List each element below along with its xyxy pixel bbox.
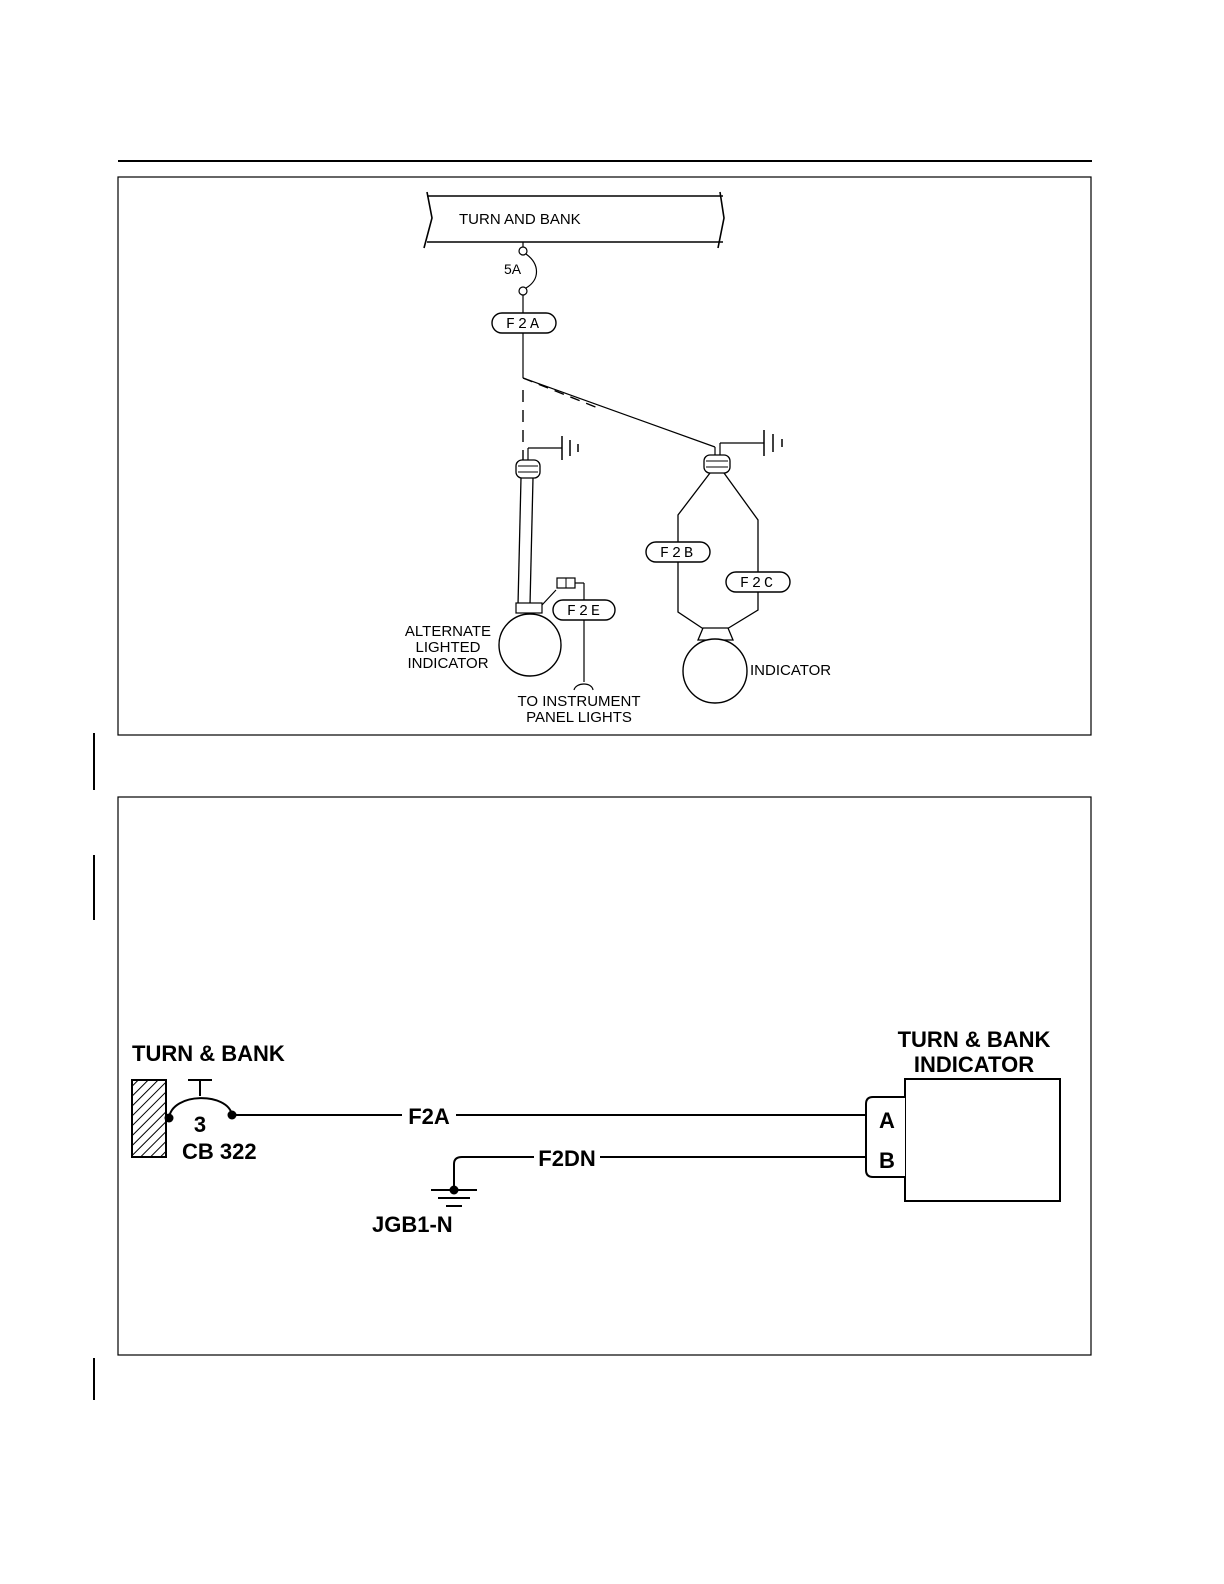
wire-label-f2a: F2A — [408, 1104, 450, 1129]
svg-text:F2E: F2E — [567, 603, 603, 620]
indicator-label-2: INDICATOR — [914, 1052, 1034, 1077]
alt-indicator-label-3: INDICATOR — [407, 655, 488, 672]
wire-tag-f2a: F2A — [492, 313, 556, 333]
panel-light-connector — [557, 578, 584, 600]
indicator-label-1: TURN & BANK — [898, 1027, 1051, 1052]
circuit-breaker: 3 CB 322 — [165, 1080, 257, 1164]
panel-lights-label-2: PANEL LIGHTS — [526, 709, 632, 726]
ground-icon — [431, 1186, 477, 1207]
top-diagram: TURN AND BANK 5A F2A — [118, 177, 1091, 735]
top-frame — [118, 177, 1091, 735]
indicator-gauge — [683, 639, 747, 703]
svg-text:F2A: F2A — [506, 316, 542, 333]
alt-indicator-gauge — [499, 614, 561, 676]
ground-icon — [562, 436, 578, 460]
cb-number: 3 — [194, 1112, 206, 1137]
ground-label: JGB1-N — [372, 1212, 453, 1237]
wire-label-f2dn: F2DN — [538, 1146, 595, 1171]
fuse-rating: 5A — [504, 261, 522, 277]
ground-icon — [764, 430, 782, 456]
indicator-label: INDICATOR — [750, 662, 831, 679]
alt-indicator-label-2: LIGHTED — [415, 639, 480, 656]
pin-a: A — [879, 1108, 895, 1133]
power-bus — [132, 1080, 166, 1157]
cb-id: CB 322 — [182, 1139, 257, 1164]
wire-tag-f2e: F2E — [553, 600, 615, 620]
wire-tag-f2b: F2B — [646, 542, 710, 562]
alt-indicator-label-1: ALTERNATE — [405, 623, 491, 640]
bus-label: TURN AND BANK — [459, 211, 581, 228]
panel-lights-label-1: TO INSTRUMENT — [517, 693, 640, 710]
indicator-box — [905, 1079, 1060, 1201]
right-connector — [704, 443, 764, 473]
pin-b: B — [879, 1148, 895, 1173]
bus-bar: TURN AND BANK — [424, 192, 724, 248]
svg-text:F2C: F2C — [740, 575, 776, 592]
fuse: 5A — [504, 242, 537, 295]
wire-to-indicator — [523, 378, 715, 447]
wire-tag-f2c: F2C — [726, 572, 790, 592]
svg-text:F2B: F2B — [660, 545, 696, 562]
source-label: TURN & BANK — [132, 1041, 285, 1066]
bottom-diagram: TURN & BANK 3 CB 322 F2A F2DN JGB1-N — [118, 797, 1091, 1355]
